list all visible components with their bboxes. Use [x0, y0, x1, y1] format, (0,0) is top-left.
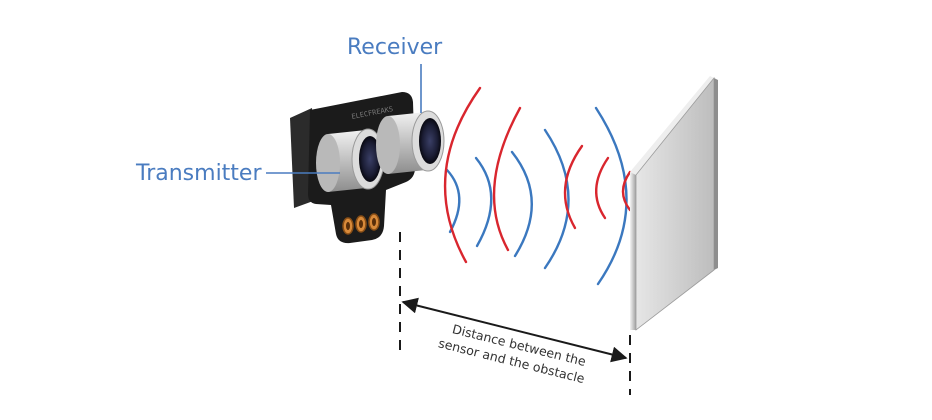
wall-face — [635, 76, 715, 331]
obstacle-wall-icon — [630, 76, 718, 331]
transmitter-label: Transmitter — [135, 161, 262, 186]
wall-top — [630, 76, 714, 175]
sound-wave-icon — [443, 86, 632, 286]
transmitter-cylinder — [316, 128, 385, 192]
sensor-pins — [342, 213, 380, 235]
ultrasonic-sensor-icon: ELECFREAKS — [290, 92, 445, 244]
wall-front — [630, 172, 636, 330]
receiver-label: Receiver — [347, 35, 443, 60]
receiver-cylinder — [376, 110, 445, 174]
double-arrow-icon — [401, 297, 628, 363]
